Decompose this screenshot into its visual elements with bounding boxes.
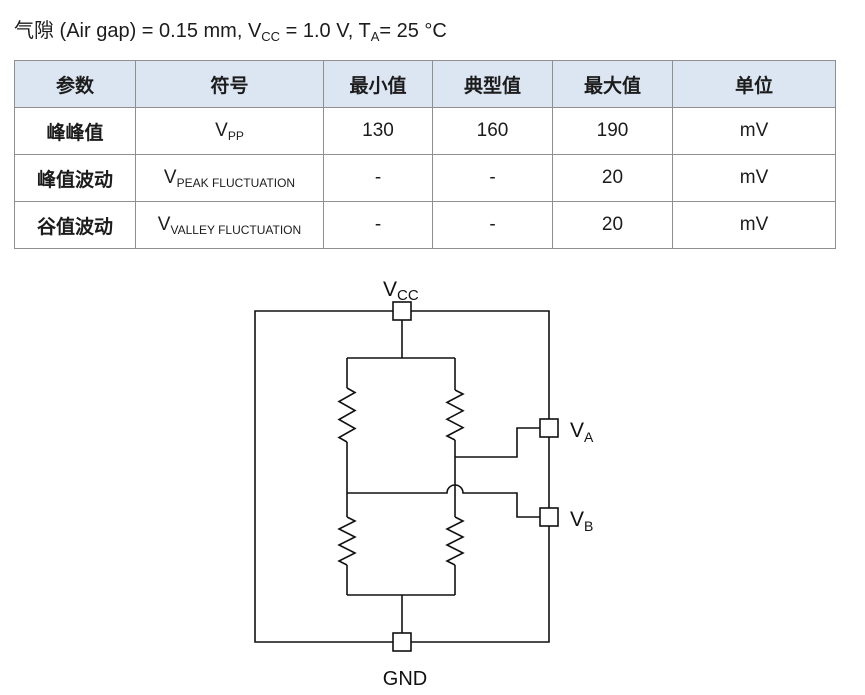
- symbol-cell: VPEAK FLUCTUATION: [135, 154, 324, 202]
- vcc-label-main: V: [383, 278, 397, 301]
- vcc-value-text: = 1.0 V, T: [280, 20, 371, 42]
- header-max: 最大值: [552, 60, 673, 108]
- resistor-left-top: [337, 387, 357, 443]
- va-wire: [455, 427, 540, 458]
- header-symbol: 符号: [135, 60, 324, 108]
- header-unit: 单位: [672, 60, 836, 108]
- min-cell: 130: [323, 107, 433, 155]
- param-cell: 峰峰值: [14, 107, 136, 155]
- va-pin: [539, 418, 559, 438]
- header-param: 参数: [14, 60, 136, 108]
- unit-cell: mV: [672, 201, 836, 249]
- vcc-pin: [392, 301, 412, 321]
- max-cell: 20: [552, 154, 673, 202]
- table-row: 峰峰值 VPP 130 160 190 mV: [14, 107, 836, 155]
- vcc-subscript: CC: [261, 29, 281, 44]
- table-row: 峰值波动 VPEAK FLUCTUATION - - 20 mV: [14, 154, 836, 202]
- outer-boundary: [254, 310, 550, 643]
- symbol-cell: VPP: [135, 107, 324, 155]
- table-row: 谷值波动 VVALLEY FLUCTUATION - - 20 mV: [14, 201, 836, 249]
- max-cell: 190: [552, 107, 673, 155]
- va-label-main: V: [570, 419, 584, 442]
- ta-subscript: A: [370, 29, 380, 44]
- symbol-cell: VVALLEY FLUCTUATION: [135, 201, 324, 249]
- typ-cell: -: [432, 201, 553, 249]
- air-gap-label-cn: 气隙: [14, 18, 54, 42]
- air-gap-text: (Air gap) = 0.15 mm, V: [54, 20, 262, 42]
- va-label: VA: [570, 419, 594, 445]
- header-min: 最小值: [323, 60, 433, 108]
- vb-pin: [539, 507, 559, 527]
- unit-cell: mV: [672, 107, 836, 155]
- vb-label-main: V: [570, 508, 584, 531]
- vb-wire-with-crossover: [347, 484, 540, 518]
- unit-cell: mV: [672, 154, 836, 202]
- resistor-right-bottom: [445, 516, 465, 566]
- typ-cell: -: [432, 154, 553, 202]
- typ-cell: 160: [432, 107, 553, 155]
- vb-label: VB: [570, 508, 593, 534]
- max-cell: 20: [552, 201, 673, 249]
- resistor-left-bottom: [337, 516, 357, 566]
- spec-table: 参数 符号 最小值 典型值 最大值 单位 峰峰值 VPP 130 160 190…: [14, 60, 836, 249]
- param-cell: 峰值波动: [14, 154, 136, 202]
- symbol-subscript: VALLEY FLUCTUATION: [170, 223, 302, 237]
- symbol-main: V: [215, 120, 228, 141]
- header-row: 参数 符号 最小值 典型值 最大值 单位: [14, 60, 836, 108]
- symbol-subscript: PEAK FLUCTUATION: [176, 176, 296, 190]
- ta-value-text: = 25 °C: [379, 20, 447, 42]
- spec-table-header: 参数 符号 最小值 典型值 最大值 单位: [14, 60, 836, 108]
- symbol-subscript: PP: [227, 129, 244, 143]
- gnd-pin: [392, 632, 412, 652]
- symbol-main: V: [163, 167, 177, 188]
- resistor-right-top: [445, 389, 465, 441]
- vb-label-sub: B: [584, 518, 593, 534]
- gnd-label: GND: [383, 668, 427, 690]
- symbol-main: V: [157, 214, 171, 235]
- test-conditions: 气隙 (Air gap) = 0.15 mm, VCC = 1.0 V, TA=…: [14, 17, 447, 44]
- header-typ: 典型值: [432, 60, 553, 108]
- min-cell: -: [323, 154, 433, 202]
- va-label-sub: A: [584, 429, 594, 445]
- vcc-label-sub: CC: [397, 287, 419, 304]
- vcc-label: VCC: [383, 278, 419, 304]
- param-cell: 谷值波动: [14, 201, 136, 249]
- min-cell: -: [323, 201, 433, 249]
- bridge-circuit-diagram: VCC VA VB GND: [254, 278, 594, 690]
- spec-table-body: 峰峰值 VPP 130 160 190 mV 峰值波动 VPEAK FLUCTU…: [14, 107, 836, 249]
